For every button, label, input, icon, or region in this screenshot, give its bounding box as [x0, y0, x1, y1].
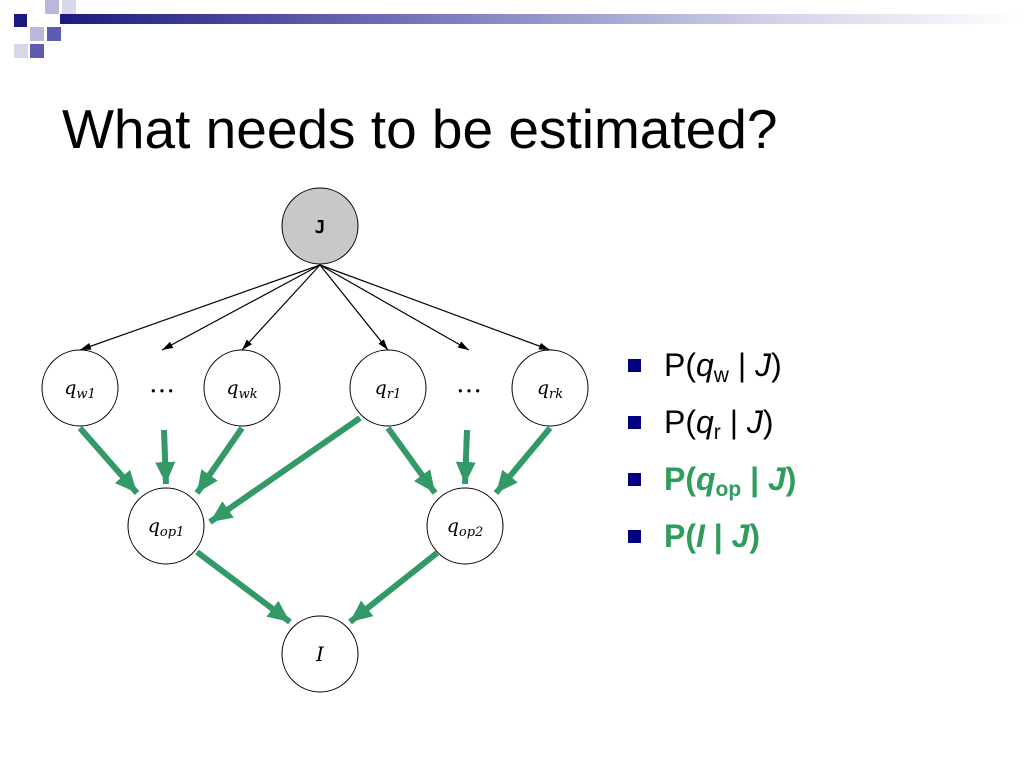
node-circle — [281, 615, 359, 693]
bullet-item: P(I | J) — [626, 513, 796, 570]
square-bullet-icon — [628, 473, 641, 486]
slide-title: What needs to be estimated? — [62, 98, 778, 160]
bullet-item: P(qop | J) — [626, 456, 796, 513]
node-qop1: qop1 — [127, 487, 205, 565]
node-circle — [203, 349, 281, 427]
edge-arrow-thick — [77, 426, 140, 495]
edge-arrow-thick — [195, 549, 292, 625]
node-qr1: qr1 — [349, 349, 427, 427]
node-label: qw1 — [64, 377, 96, 402]
node-label: I — [315, 642, 325, 666]
bullet-part-suffix: ) — [771, 347, 782, 383]
bullet-part-mid: | — [704, 518, 732, 554]
node-label: J — [315, 217, 326, 238]
bullet-part-sub: r — [713, 421, 721, 444]
square-bullet-icon — [628, 416, 641, 429]
bullet-part-suffix: ) — [762, 404, 774, 440]
bullet-part-prefix: P( — [664, 347, 696, 383]
node-i: I — [281, 615, 359, 693]
node-qop2: qop2 — [426, 487, 504, 565]
edge-arrow-thick — [208, 415, 362, 525]
header-square — [45, 0, 59, 14]
header-square — [47, 27, 61, 41]
bullet-part-prefix: P( — [664, 461, 696, 497]
bullet-part-var: q — [696, 461, 716, 497]
node-circle — [281, 187, 359, 265]
bullet-part-cond: J — [746, 404, 763, 440]
square-bullet-icon — [628, 359, 641, 372]
edge-arrow-thin — [319, 264, 551, 351]
ellipsis: … — [149, 369, 175, 399]
bullet-part-var: q — [696, 347, 714, 383]
bullet-part-cond: J — [731, 518, 750, 554]
bullet-part-sub: op — [715, 478, 742, 501]
bullet-part-suffix: ) — [785, 461, 797, 497]
bullet-part-sub: w — [713, 364, 729, 387]
node-label: qop1 — [148, 515, 185, 540]
bullet-part-var: I — [696, 518, 705, 554]
node-label: qrk — [537, 377, 563, 402]
bullet-part-prefix: P( — [664, 518, 696, 554]
edge-arrow-thick — [194, 426, 245, 495]
node-circle — [41, 349, 119, 427]
bullet-part-prefix: P( — [664, 404, 696, 440]
header-decoration — [14, 0, 1024, 58]
node-qw1: qw1 — [41, 349, 119, 427]
header-square — [30, 44, 44, 58]
header-square — [62, 0, 76, 14]
ellipsis: … — [456, 369, 482, 399]
edge-arrow-thin — [319, 264, 389, 351]
edge-arrow-thin — [319, 264, 470, 351]
edge-arrow-thick — [455, 429, 476, 485]
square-bullet-icon — [628, 530, 641, 543]
edge-arrow-thick — [348, 550, 439, 625]
edge-arrow-thick — [155, 429, 176, 485]
node-label: qr1 — [375, 377, 402, 402]
node-qrk: qrk — [511, 349, 589, 427]
bullet-part-cond: J — [767, 461, 786, 497]
node-circle — [426, 487, 504, 565]
edge-arrow-thin — [161, 264, 321, 351]
node-circle — [511, 349, 589, 427]
edge-arrow-thick — [385, 426, 438, 495]
edge-arrow-thick — [493, 426, 553, 495]
bullet-part-suffix: ) — [749, 518, 761, 554]
edge-arrow-thin — [79, 264, 321, 351]
node-circle — [349, 349, 427, 427]
bullet-part-mid: | — [728, 347, 756, 383]
header-square — [14, 44, 28, 58]
bullet-part-cond: J — [755, 347, 772, 383]
node-label: qwk — [226, 377, 257, 402]
node-circle — [127, 487, 205, 565]
bullet-item: P(qw | J) — [626, 342, 796, 399]
node-qwk: qwk — [203, 349, 281, 427]
header-square — [14, 14, 27, 27]
header-square — [30, 27, 44, 41]
node-j: J — [281, 187, 359, 265]
bullet-list: P(qw | J)P(qr | J)P(qop | J)P(I | J) — [626, 342, 796, 570]
node-label: qop2 — [447, 515, 484, 540]
header-gradient-bar — [60, 14, 1024, 24]
bullet-part-mid: | — [741, 461, 768, 497]
bullet-part-var: q — [696, 404, 714, 440]
bullet-part-mid: | — [720, 404, 747, 440]
bullet-item: P(qr | J) — [626, 399, 796, 456]
edge-arrow-thin — [241, 264, 321, 351]
